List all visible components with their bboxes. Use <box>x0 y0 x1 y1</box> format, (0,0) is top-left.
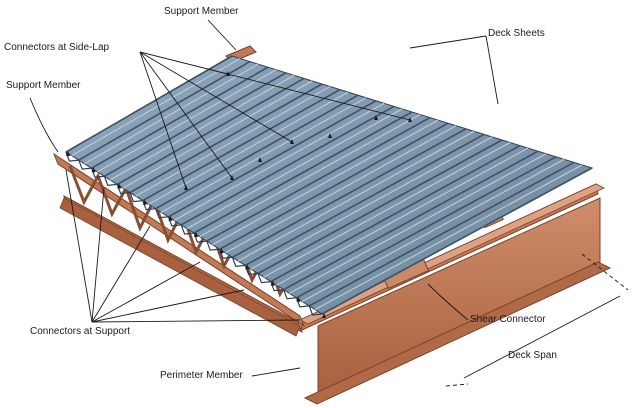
deck-rib-groove <box>244 133 485 267</box>
deck-rib-highlight <box>237 130 475 262</box>
deck-rib-highlight <box>314 164 583 311</box>
connector-marker <box>219 248 224 254</box>
connector-marker <box>91 167 96 173</box>
deck-rib-highlight <box>71 58 241 157</box>
deck-rib-groove <box>308 161 575 307</box>
label-support-member-left: Support Member <box>6 80 81 91</box>
connector-marker <box>245 264 250 270</box>
connector-marker <box>258 157 262 162</box>
deck-rib-highlight <box>135 85 331 197</box>
deck-rib-highlight <box>289 153 547 294</box>
deck-rib-highlight <box>173 102 385 221</box>
label-support-member-top: Support Member <box>164 6 239 17</box>
connector-marker <box>374 115 378 120</box>
connector-marker <box>142 199 147 205</box>
deck-rib-highlight <box>225 125 457 254</box>
deck-rib-groove <box>180 105 395 226</box>
deck-rib-groove <box>206 116 431 242</box>
connector-marker <box>270 280 275 286</box>
deck-rib-groove <box>129 83 323 194</box>
label-connectors-support: Connectors at Support <box>30 326 131 337</box>
deck-rib-highlight <box>109 74 295 181</box>
deck-rib-highlight <box>212 119 439 246</box>
deck-rib-groove <box>270 144 521 283</box>
label-shear-connector: Shear Connector <box>470 314 546 325</box>
deck-rib-highlight <box>276 147 529 286</box>
deck-rib-groove <box>91 66 269 169</box>
deck-rib-highlight <box>84 63 259 165</box>
deck-rib-groove <box>168 100 377 218</box>
deck-rib-groove <box>155 94 359 210</box>
deck-rib-groove <box>296 156 557 299</box>
connector-marker <box>66 151 70 156</box>
deck-rib-highlight <box>263 141 511 278</box>
deck-rib-groove <box>78 60 251 161</box>
deck-rib-groove <box>104 72 287 177</box>
deck-rib-highlight <box>250 136 493 270</box>
deck-rib-highlight <box>148 91 349 205</box>
perimeter-member-beam <box>299 183 612 405</box>
deck-rib-highlight <box>161 97 367 213</box>
deck-connectors <box>66 71 412 318</box>
connector-marker <box>194 232 198 237</box>
connector-marker <box>328 133 332 138</box>
deck-rib-groove <box>193 111 413 234</box>
label-connectors-side-lap: Connectors at Side-Lap <box>4 42 110 53</box>
deck-rib-highlight <box>301 158 565 302</box>
label-deck-span: Deck Span <box>508 350 557 361</box>
deck-rib-highlight <box>122 80 313 189</box>
deck-rib-groove <box>321 167 593 315</box>
deck-rib-groove <box>142 88 341 202</box>
deck-rib-highlight <box>186 108 403 230</box>
connector-marker <box>296 296 301 302</box>
deck-sheets <box>65 55 594 316</box>
connector-marker <box>117 183 122 189</box>
label-perimeter-member: Perimeter Member <box>160 370 243 381</box>
connector-marker <box>408 117 412 122</box>
deck-rib-groove <box>116 77 305 186</box>
deck-rib-groove <box>232 128 467 259</box>
deck-rib-groove <box>283 150 539 291</box>
connector-marker <box>322 313 326 318</box>
deck-rib-groove <box>65 55 233 153</box>
connector-marker <box>168 215 173 221</box>
label-deck-sheets: Deck Sheets <box>488 28 545 39</box>
deck-rib-groove <box>257 139 503 275</box>
deck-rib-highlight <box>199 113 421 238</box>
deck-rib-groove <box>219 122 449 250</box>
deck-rib-highlight <box>97 69 277 173</box>
leader-lines <box>29 19 629 387</box>
